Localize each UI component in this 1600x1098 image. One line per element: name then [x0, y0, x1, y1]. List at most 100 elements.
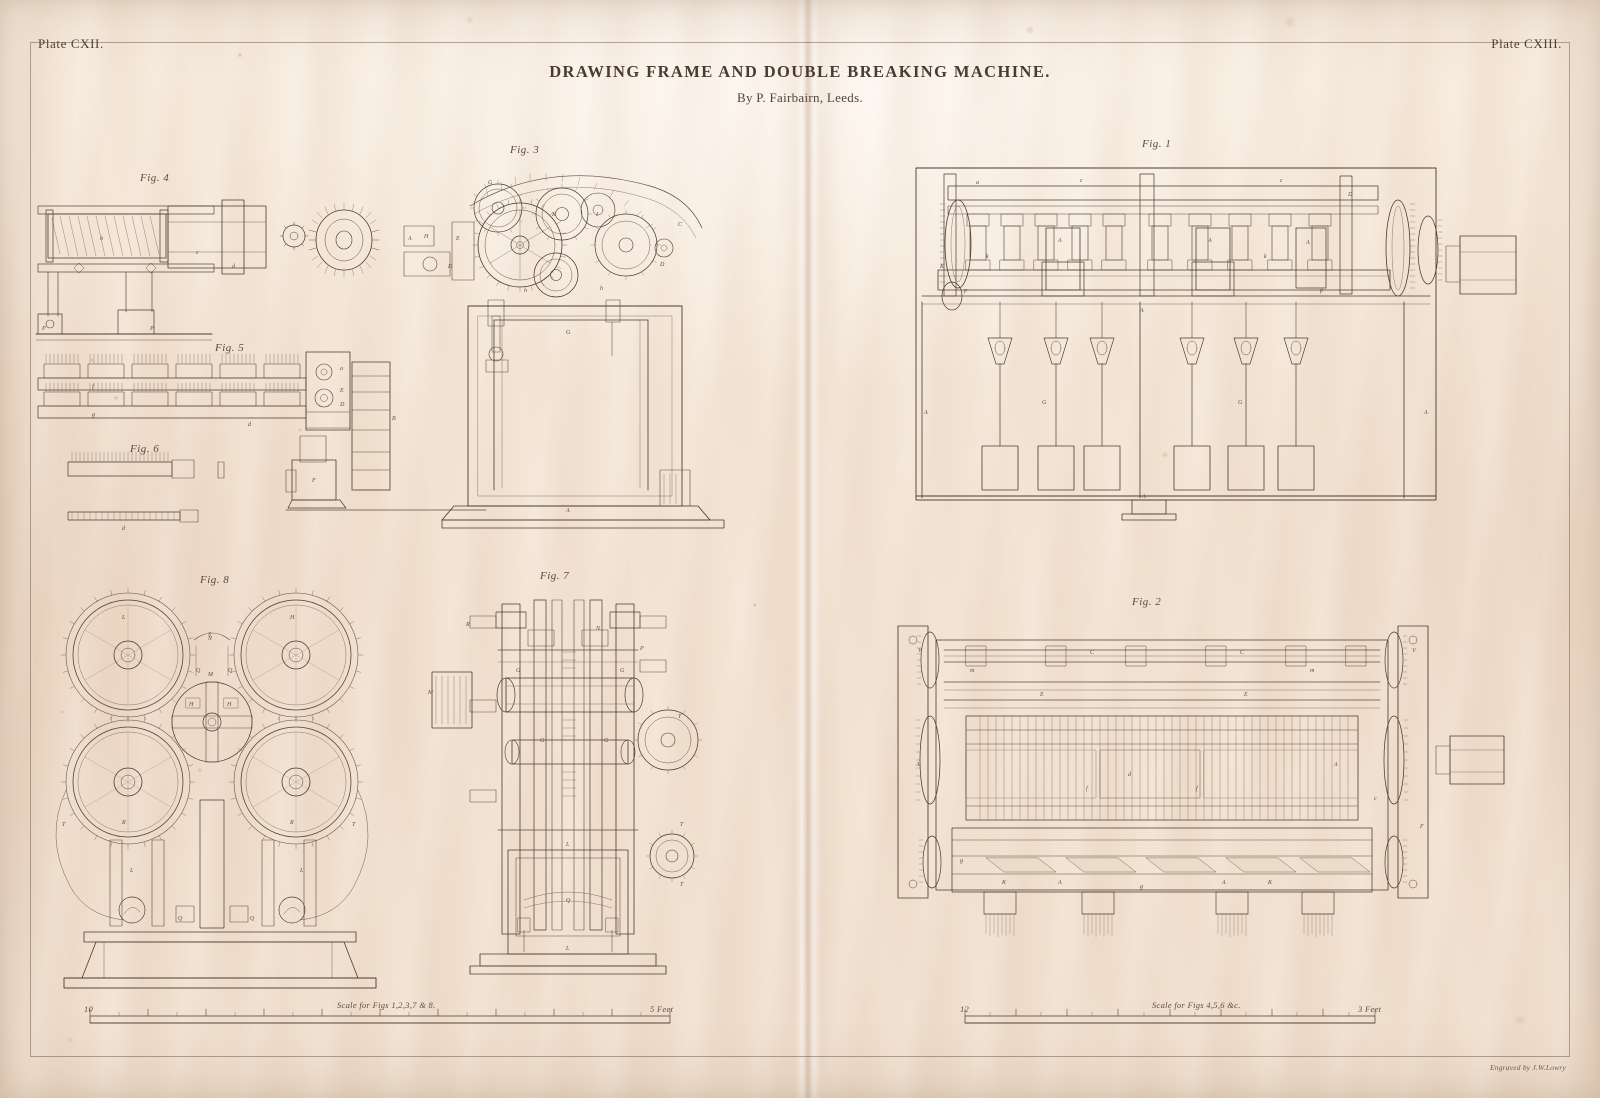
svg-text:K: K: [551, 212, 557, 218]
svg-text:g: g: [1140, 884, 1143, 890]
svg-text:H: H: [423, 234, 429, 240]
svg-text:f: f: [1196, 785, 1199, 792]
svg-text:Q: Q: [566, 898, 571, 904]
svg-text:G: G: [620, 668, 625, 674]
svg-text:E: E: [1039, 692, 1044, 698]
svg-text:Q: Q: [178, 916, 183, 922]
drive-gear-fig1: [939, 199, 972, 289]
gear-wheel-upper-left: L: [60, 587, 196, 723]
svg-text:A: A: [1057, 238, 1062, 244]
svg-text:K: K: [1267, 880, 1273, 886]
figure-label-fig1: Fig. 1: [1142, 138, 1172, 150]
svg-text:K: K: [1001, 880, 1007, 886]
svg-text:H: H: [188, 702, 194, 708]
svg-text:d: d: [232, 264, 236, 270]
svg-text:H: H: [289, 615, 295, 621]
scale-end-label-left-start: 10: [84, 1004, 94, 1014]
figure-label-fig2: Fig. 2: [1132, 596, 1162, 608]
gear-wheel-lower-left: R: [60, 714, 196, 850]
figure-label-fig3: Fig. 3: [510, 144, 540, 156]
svg-text:p: p: [963, 288, 967, 294]
svg-text:m: m: [1310, 668, 1315, 674]
svg-text:E: E: [1243, 692, 1248, 698]
svg-text:R: R: [289, 820, 294, 826]
svg-text:P: P: [149, 326, 154, 332]
svg-text:R: R: [465, 622, 470, 628]
svg-text:L: L: [299, 868, 304, 874]
figure-7-drawing: M T T T: [427, 599, 703, 975]
svg-text:c: c: [196, 250, 199, 256]
svg-text:a: a: [976, 180, 979, 186]
svg-text:T: T: [678, 714, 682, 720]
svg-text:A: A: [1423, 410, 1428, 416]
svg-text:C: C: [678, 222, 683, 228]
plate-number-left: Plate CXII.: [38, 36, 104, 51]
engraver-credit: Engraved by J.W.Lowry: [1490, 1063, 1566, 1072]
svg-text:d: d: [1128, 772, 1132, 778]
svg-text:G: G: [488, 180, 493, 186]
svg-text:g: g: [92, 412, 95, 418]
central-spider-fig8: M H H: [171, 672, 253, 763]
svg-text:F: F: [1419, 824, 1424, 830]
svg-text:h: h: [600, 286, 603, 292]
svg-text:b: b: [100, 236, 103, 242]
svg-text:T: T: [680, 882, 684, 888]
figure-label-fig7: Fig. 7: [540, 570, 570, 582]
scale-bar-right: [964, 1008, 1376, 1024]
svg-text:d: d: [248, 422, 252, 428]
figure-label-fig4: Fig. 4: [140, 172, 170, 184]
figure-3-drawing: A H E D C D I K G h h: [403, 172, 725, 529]
svg-text:f: f: [92, 383, 95, 390]
svg-text:I: I: [595, 212, 599, 218]
svg-text:G: G: [1042, 400, 1047, 406]
scale-caption-right: Scale for Figs 4,5,6 &c.: [1152, 1000, 1241, 1010]
svg-text:L: L: [565, 842, 570, 848]
svg-text:R: R: [121, 820, 126, 826]
svg-text:L: L: [129, 868, 134, 874]
svg-text:h: h: [524, 288, 527, 294]
svg-text:A: A: [1141, 494, 1146, 500]
figure-label-fig8: Fig. 8: [200, 574, 230, 586]
svg-text:G: G: [566, 330, 571, 336]
svg-text:A: A: [407, 236, 412, 242]
svg-text:B: B: [392, 416, 396, 422]
gear-wheel-lower-right: R: [228, 714, 364, 850]
svg-text:f: f: [1086, 785, 1089, 792]
svg-text:D: D: [659, 262, 665, 268]
svg-text:A: A: [1139, 308, 1144, 314]
svg-text:M: M: [427, 690, 434, 696]
svg-text:E: E: [455, 236, 460, 242]
svg-text:L: L: [565, 946, 570, 952]
svg-text:T: T: [352, 822, 356, 828]
svg-text:C: C: [1090, 650, 1095, 656]
svg-text:A: A: [915, 762, 920, 768]
scale-bar-left: [89, 1008, 671, 1024]
svg-text:a: a: [340, 366, 343, 372]
svg-text:G: G: [1238, 400, 1243, 406]
figure-4-drawing: b c d P P: [35, 199, 380, 341]
svg-text:D: D: [447, 264, 453, 270]
svg-text:c: c: [1374, 796, 1377, 802]
svg-text:V: V: [918, 648, 923, 654]
plate-border-rule: [30, 42, 1570, 1057]
svg-text:G: G: [540, 738, 545, 744]
svg-text:G: G: [516, 668, 521, 674]
svg-text:k: k: [986, 254, 989, 260]
svg-text:A: A: [1333, 762, 1338, 768]
figure-label-fig5: Fig. 5: [215, 342, 245, 354]
svg-text:F: F: [311, 478, 316, 484]
svg-text:Q: Q: [228, 668, 233, 674]
svg-text:m: m: [970, 668, 975, 674]
svg-text:N: N: [207, 636, 213, 642]
svg-text:L: L: [121, 615, 126, 621]
svg-text:H: H: [226, 702, 232, 708]
plate-subtitle: By P. Fairbairn, Leeds.: [736, 90, 864, 105]
figure-2-drawing: V V C C E E A A d f f g g K A A K c F m …: [897, 625, 1505, 938]
svg-text:A: A: [1207, 238, 1212, 244]
svg-text:D: D: [1347, 192, 1353, 198]
svg-text:A: A: [923, 410, 928, 416]
svg-text:P: P: [639, 646, 644, 652]
gear-wheel-upper-right: H: [228, 587, 364, 723]
svg-text:Q: Q: [250, 916, 255, 922]
